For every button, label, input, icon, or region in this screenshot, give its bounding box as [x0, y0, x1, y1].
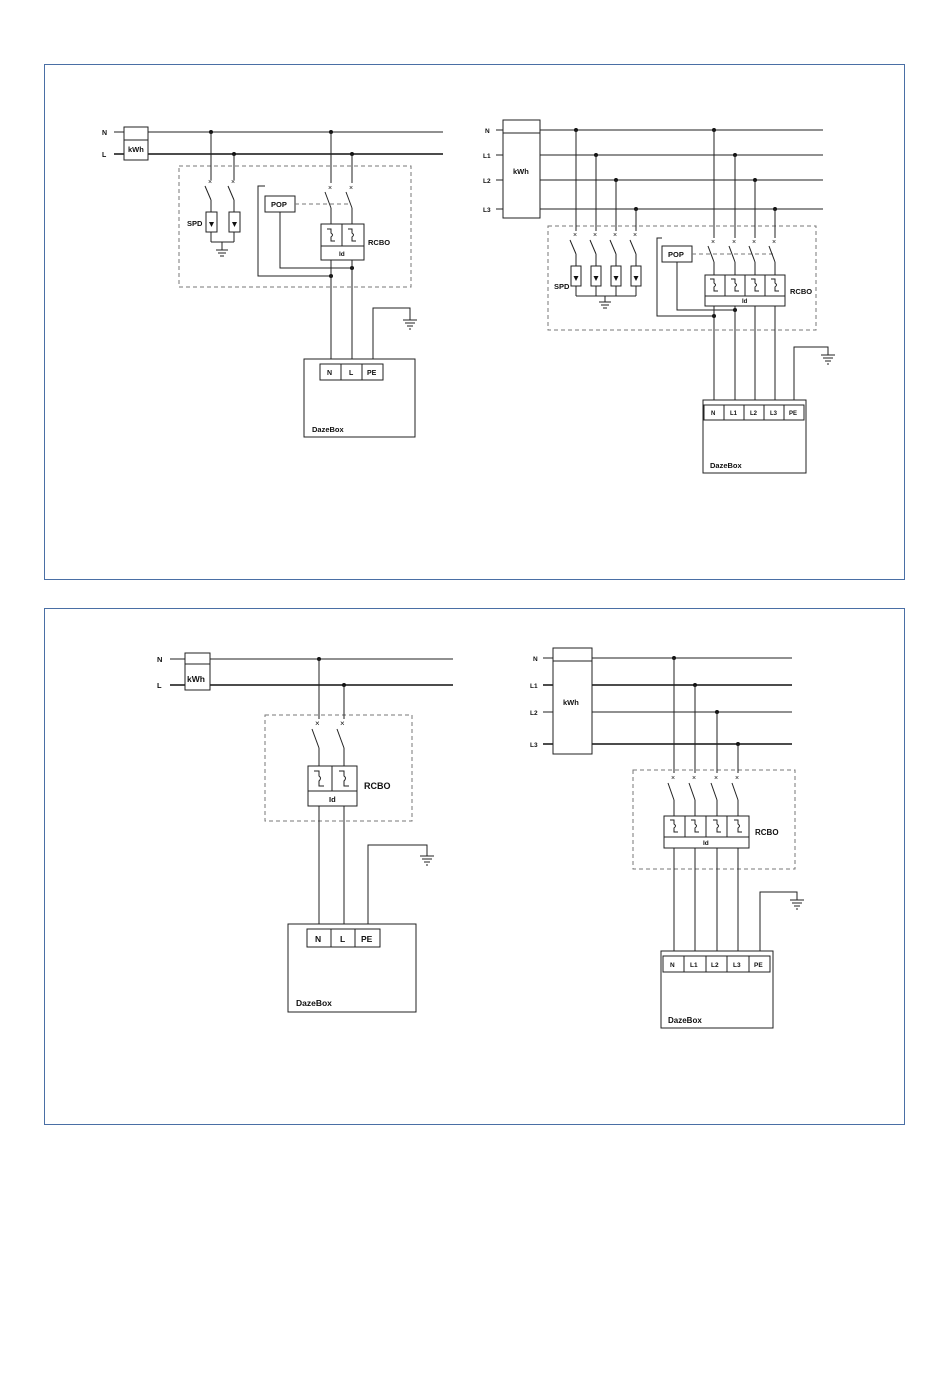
terminal-n: N — [711, 411, 715, 417]
line-label-l3: L3 — [530, 742, 538, 749]
rcbo-label: RCBO — [368, 238, 390, 247]
terminal-l3: L3 — [733, 962, 741, 969]
meter-label: kWh — [513, 167, 529, 176]
svg-text:×: × — [231, 179, 235, 186]
energy-meter — [185, 653, 210, 690]
svg-text:×: × — [735, 775, 739, 782]
terminal-pe: PE — [754, 962, 763, 969]
id-label: Id — [329, 795, 336, 804]
dazebox-label: DazeBox — [296, 998, 332, 1008]
terminal-l3: L3 — [770, 411, 778, 417]
line-label-n: N — [102, 130, 107, 137]
diagram-three-phase-spd: N L1 L2 L3 kWh × × × × — [483, 120, 835, 473]
rcbo-label: RCBO — [790, 287, 812, 296]
line-label-n: N — [485, 128, 490, 135]
terminal-pe: PE — [789, 411, 797, 417]
id-label: Id — [339, 251, 345, 258]
svg-text:×: × — [315, 719, 320, 728]
rcbo-label: RCBO — [364, 781, 391, 791]
terminal-n: N — [327, 370, 332, 377]
line-label-l2: L2 — [483, 178, 491, 185]
svg-text:×: × — [732, 239, 736, 246]
svg-text:×: × — [772, 239, 776, 246]
line-label-l1: L1 — [530, 683, 538, 690]
line-label-l1: L1 — [483, 153, 491, 160]
svg-text:×: × — [714, 775, 718, 782]
svg-text:×: × — [340, 719, 345, 728]
spd-label: SPD — [554, 282, 570, 291]
terminal-l: L — [349, 370, 354, 377]
id-label: Id — [742, 299, 748, 305]
spd-label: SPD — [187, 219, 203, 228]
diagram-single-phase-spd: N L kWh × × SPD POP — [102, 127, 443, 437]
svg-text:×: × — [328, 185, 332, 192]
diagram-three-phase-basic: N L1 L2 L3 kWh × × × × — [530, 648, 804, 1028]
dazebox-label: DazeBox — [312, 425, 345, 434]
pop-label: POP — [271, 200, 287, 209]
line-label-l3: L3 — [483, 207, 491, 214]
terminal-l1: L1 — [690, 962, 698, 969]
terminal-l1: L1 — [730, 411, 738, 417]
terminal-l2: L2 — [711, 962, 719, 969]
terminal-pe: PE — [361, 934, 373, 944]
meter-label: kWh — [563, 698, 579, 707]
svg-text:×: × — [593, 232, 597, 239]
svg-text:×: × — [633, 232, 637, 239]
terminal-n: N — [670, 962, 675, 969]
energy-meter — [124, 127, 148, 160]
svg-text:×: × — [349, 185, 353, 192]
terminal-pe: PE — [367, 370, 377, 377]
terminal-n: N — [315, 934, 321, 944]
dazebox-label: DazeBox — [710, 461, 743, 470]
diagram-single-phase-basic: N L kWh × × Id RCBO N — [157, 653, 453, 1012]
svg-text:×: × — [671, 775, 675, 782]
svg-text:×: × — [692, 775, 696, 782]
rcbo-label: RCBO — [755, 828, 779, 837]
pop-label: POP — [668, 250, 684, 259]
svg-text:×: × — [208, 179, 212, 186]
meter-label: kWh — [187, 674, 205, 684]
svg-text:×: × — [711, 239, 715, 246]
terminal-l: L — [340, 934, 345, 944]
line-label-l: L — [102, 152, 107, 159]
line-label-l: L — [157, 681, 162, 690]
dazebox-label: DazeBox — [668, 1016, 702, 1025]
meter-label: kWh — [128, 145, 144, 154]
line-label-n: N — [157, 655, 162, 664]
terminal-l2: L2 — [750, 411, 758, 417]
svg-text:×: × — [613, 232, 617, 239]
id-label: Id — [703, 840, 709, 847]
line-label-n: N — [533, 656, 538, 663]
svg-text:×: × — [752, 239, 756, 246]
line-label-l2: L2 — [530, 710, 538, 717]
svg-text:×: × — [573, 232, 577, 239]
